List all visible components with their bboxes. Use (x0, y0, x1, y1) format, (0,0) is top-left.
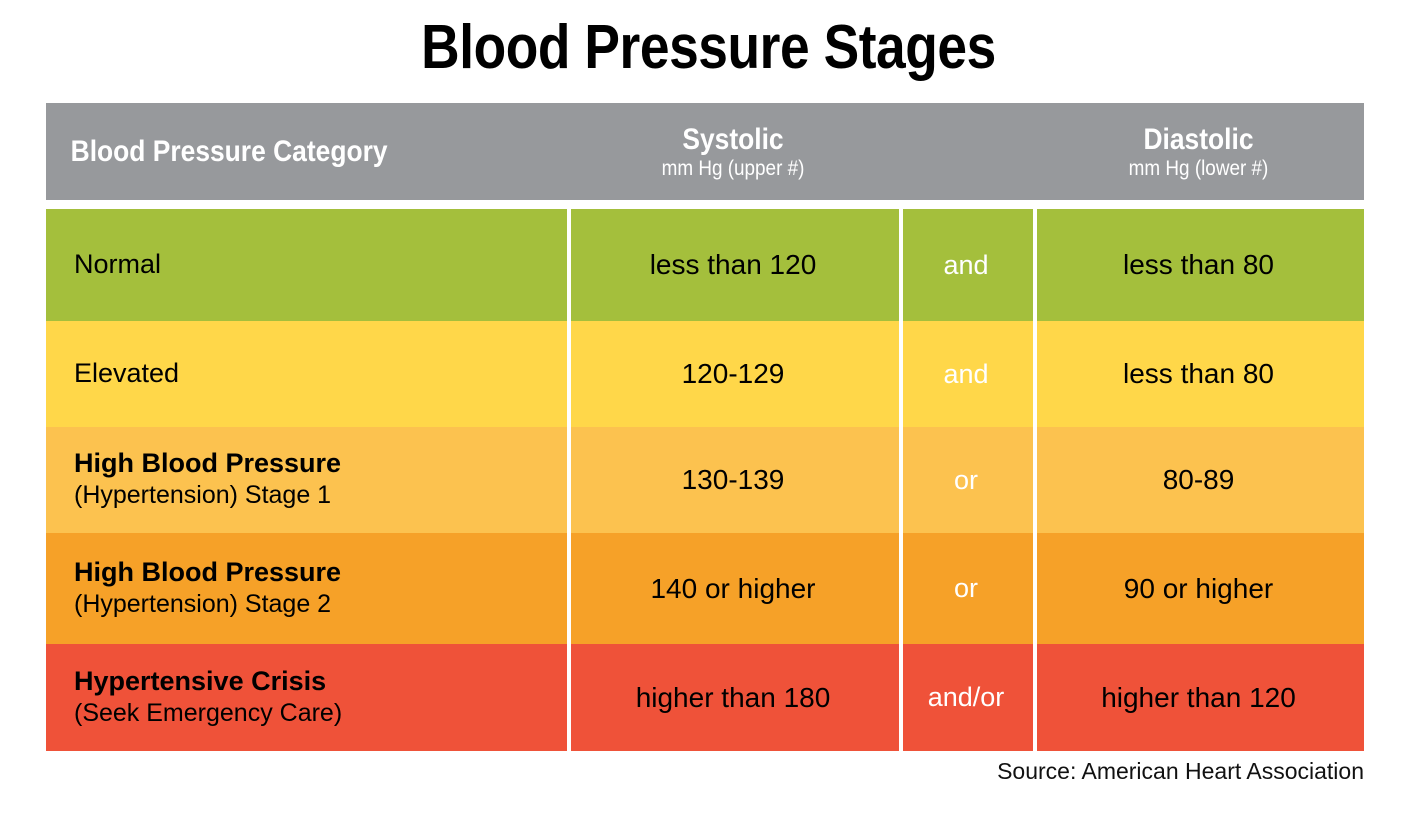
row-category-line1: High Blood Pressure (74, 556, 342, 587)
table-row: Normal less than 120 and less than 80 (46, 209, 1364, 321)
table-header-row: Blood Pressure Category Systolic mm Hg (… (46, 103, 1364, 200)
row-systolic: 120-129 (567, 321, 899, 427)
row-category-line2: (Hypertension) Stage 2 (74, 589, 332, 618)
header-diastolic: Diastolic mm Hg (lower #) (1033, 103, 1364, 200)
row-diastolic: less than 80 (1033, 209, 1364, 321)
header-systolic: Systolic mm Hg (upper #) (567, 103, 899, 200)
row-category: Elevated (46, 321, 567, 427)
table-row: High Blood Pressure (Hypertension) Stage… (46, 427, 1364, 533)
header-conjunction (899, 103, 1033, 200)
row-category: High Blood Pressure (Hypertension) Stage… (46, 427, 567, 533)
row-category: High Blood Pressure (Hypertension) Stage… (46, 533, 567, 644)
row-diastolic: less than 80 (1033, 321, 1364, 427)
header-category: Blood Pressure Category (70, 134, 388, 168)
row-systolic: 140 or higher (567, 533, 899, 644)
header-diastolic-sub: mm Hg (lower #) (1128, 156, 1269, 180)
row-systolic: higher than 180 (567, 644, 899, 751)
row-category-line1: Hypertensive Crisis (74, 665, 327, 696)
table-row: Hypertensive Crisis (Seek Emergency Care… (46, 644, 1364, 751)
row-category-line2: (Seek Emergency Care) (74, 698, 343, 727)
row-category-line2: (Hypertension) Stage 1 (74, 481, 332, 510)
row-conjunction: and (899, 321, 1033, 427)
row-diastolic: higher than 120 (1033, 644, 1364, 751)
row-diastolic: 90 or higher (1033, 533, 1364, 644)
row-category: Hypertensive Crisis (Seek Emergency Care… (46, 644, 567, 751)
header-diastolic-main: Diastolic (1143, 122, 1254, 156)
blood-pressure-table: Blood Pressure Category Systolic mm Hg (… (46, 103, 1364, 751)
row-category-line1: High Blood Pressure (74, 448, 342, 479)
row-category-line1: Normal (74, 249, 162, 280)
row-conjunction: or (899, 427, 1033, 533)
table-row: High Blood Pressure (Hypertension) Stage… (46, 533, 1364, 644)
row-conjunction: and/or (899, 644, 1033, 751)
header-systolic-sub: mm Hg (upper #) (661, 156, 805, 180)
row-systolic: less than 120 (567, 209, 899, 321)
table-row: Elevated 120-129 and less than 80 (46, 321, 1364, 427)
page-title: Blood Pressure Stages (421, 13, 996, 82)
row-category-line1: Elevated (74, 358, 180, 389)
header-systolic-main: Systolic (682, 122, 784, 156)
row-conjunction: and (899, 209, 1033, 321)
source-note: Source: American Heart Association (997, 758, 1364, 784)
row-conjunction: or (899, 533, 1033, 644)
row-category: Normal (46, 209, 567, 321)
row-diastolic: 80-89 (1033, 427, 1364, 533)
row-systolic: 130-139 (567, 427, 899, 533)
